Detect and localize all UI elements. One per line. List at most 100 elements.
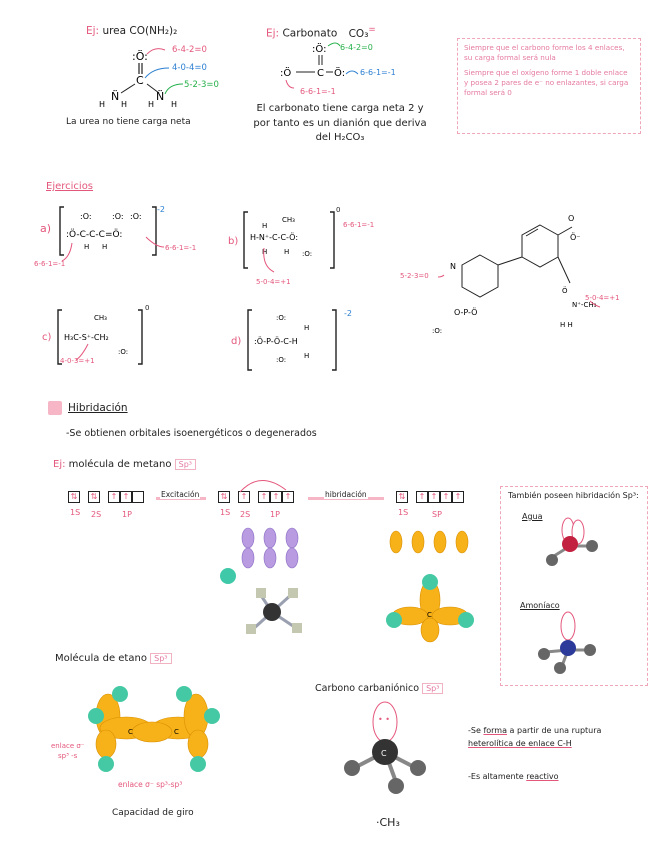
svg-text:CH₃: CH₃: [94, 314, 107, 322]
orb-label: SP: [432, 510, 442, 519]
orbital-box: ↑: [238, 491, 250, 503]
carbonato-title: Carbonato: [282, 27, 338, 40]
exercise-e-structure: OÖ⁻ N O-P-Ö :O: Ö N⁺-CH₃ H H: [432, 214, 601, 335]
orbital-diagram-ground: ⇅ ⇅ ↑↑: [68, 491, 144, 503]
carbanion-text: -Se: [468, 726, 481, 735]
sp3-badge: Sp³: [174, 459, 197, 470]
exercise-a-charge: -2: [157, 205, 165, 214]
carbanion-bullet-1: -Se forma a partir de una ruptura: [468, 726, 601, 736]
exercise-c-structure: CH₃ H₃C-S⁺-CH₂ :O:: [57, 309, 143, 365]
ej-label: Ej:: [53, 459, 66, 470]
svg-text:C: C: [128, 728, 133, 736]
orbital-box: ↑: [416, 491, 428, 503]
carbanion-text: reactivo: [526, 772, 559, 781]
orbital-box: [132, 491, 144, 503]
carbonato-charge-sup: =: [368, 25, 376, 35]
svg-text::O:: :O:: [432, 327, 442, 335]
orb-label: 1S: [220, 508, 231, 517]
hibridacion-marker: [48, 401, 62, 415]
svg-text:N̈: N̈: [156, 90, 164, 103]
exercise-e-note: 5-0-4=+1: [585, 294, 620, 302]
hibridacion-bullet: -Se obtienen orbitales isoenergéticos o …: [66, 428, 317, 439]
orb-label: 1P: [122, 510, 132, 519]
orbital-box: ↑: [440, 491, 452, 503]
svg-text:C: C: [174, 728, 179, 736]
svg-text:N⁺-CH₃: N⁺-CH₃: [572, 301, 597, 309]
orbital-box: ⇅: [68, 491, 80, 503]
metano-text: molécula de metano: [68, 459, 172, 470]
svg-text:H: H: [102, 243, 107, 251]
exercise-a-label: a): [40, 222, 52, 235]
svg-text:H: H: [262, 222, 267, 230]
urea-charge-n: 5-2-3=0: [184, 80, 219, 90]
svg-text:H H: H H: [560, 321, 573, 329]
svg-text::O:: :O:: [80, 212, 92, 221]
hibridacion-title: Hibridación: [68, 402, 128, 414]
p-orbitals-illustration: [220, 527, 302, 634]
svg-text:O-P-Ö: O-P-Ö: [454, 307, 477, 317]
carbanion-title: Carbono carbaniónico: [315, 683, 420, 694]
orbital-box: ⇅: [88, 491, 100, 503]
orbital-box: ⇅: [396, 491, 408, 503]
carbonato-caption: El carbonato tiene carga neta 2 y por ta…: [240, 102, 440, 146]
sp3-badge: Sp³: [150, 653, 172, 664]
svg-text:CH₃: CH₃: [282, 216, 295, 224]
excitacion-label: Excitación: [160, 490, 201, 500]
also-sp3-box: [500, 486, 648, 686]
exercise-b-note: 5-0-4=+1: [256, 278, 291, 286]
svg-text::Ö-C-C-C=Ö:: :Ö-C-C-C=Ö:: [66, 229, 122, 240]
exercise-d-structure: :O: :Ö-P-Ö-C-H HH :O:: [247, 309, 337, 371]
orb-label: 1S: [70, 508, 81, 517]
excitation-curve: [239, 480, 287, 493]
formal-charge-note: Siempre que el carbono forme los 4 enlac…: [457, 38, 641, 134]
exercise-e-note: 5-2-3=0: [400, 272, 429, 280]
orb-label: 2S: [240, 510, 251, 519]
svg-text:C: C: [427, 611, 432, 619]
svg-text:C: C: [136, 74, 144, 87]
svg-text:N̈: N̈: [111, 90, 119, 103]
urea-heading: Ej: urea CO(NH₂)₂: [86, 25, 177, 38]
svg-text:H: H: [84, 243, 89, 251]
svg-text:H-N⁺-C-C-Ö:: H-N⁺-C-C-Ö:: [250, 232, 298, 242]
carbanion-illustration: • • C: [344, 701, 426, 794]
urea-caption: La urea no tiene carga neta: [66, 117, 191, 127]
orbital-box: ↑: [428, 491, 440, 503]
carbanion-formula: ·CH₃: [376, 816, 400, 829]
orbital-box: ↑: [282, 491, 294, 503]
svg-text:H: H: [171, 100, 177, 108]
svg-text:H: H: [99, 100, 105, 108]
metano-heading: Ej: molécula de metano Sp³: [53, 459, 197, 472]
exercise-c-charge: 0: [145, 304, 150, 312]
svg-text:Ö: Ö: [562, 286, 568, 295]
svg-text:C: C: [381, 749, 387, 758]
orbital-box: ⇅: [218, 491, 230, 503]
exercise-b-charge: 0: [336, 206, 341, 214]
exercise-c-note: 4-0-3=+1: [60, 357, 95, 365]
svg-text::Ö: :Ö: [280, 66, 291, 79]
carbanion-bullet-1b: heterolítica de enlace C-H: [468, 739, 572, 748]
svg-text:H: H: [304, 352, 309, 360]
ej-label: Ej:: [266, 27, 280, 40]
exercise-c-label: c): [42, 332, 52, 343]
urea-charge-c: 4-0-4=0: [172, 63, 207, 73]
svg-text::Ö:: :Ö:: [312, 42, 326, 55]
orbital-box: ↑: [258, 491, 270, 503]
water-molecule-icon: [546, 517, 598, 566]
carbonato-heading: Ej: Carbonato CO₃=: [266, 25, 376, 41]
orb-label: 1P: [270, 510, 280, 519]
exercise-b-label: b): [228, 236, 239, 247]
svg-text::O:: :O:: [276, 356, 286, 364]
hibridacion-arrow-label: hibridación: [324, 490, 368, 500]
exercise-b-structure: CH₃ H-N⁺-C-C-Ö: HH H:O:: [243, 211, 335, 273]
carbanion-heading: Carbono carbaniónico Sp³: [315, 683, 444, 695]
carbanion-bullet-2: -Es altamente reactivo: [468, 772, 559, 782]
urea-charge-o: 6-4-2=0: [172, 45, 207, 55]
urea-title: urea CO(NH₂)₂: [102, 25, 178, 37]
exercise-a-note: 6-6-1=-1: [34, 260, 66, 268]
svg-text:H: H: [262, 248, 267, 256]
orbital-box: ↑: [120, 491, 132, 503]
orbital-box: ↑: [270, 491, 282, 503]
exercise-b-note: 6-6-1=-1: [343, 221, 375, 229]
